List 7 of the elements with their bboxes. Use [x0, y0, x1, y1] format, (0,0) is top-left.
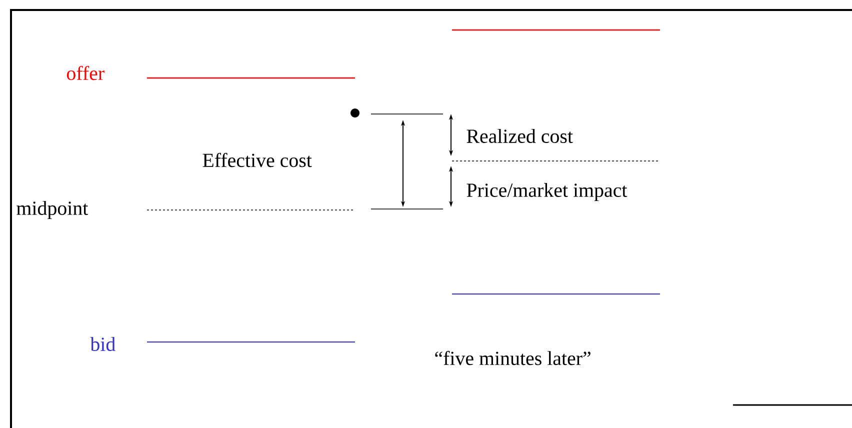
text-label: Realized cost — [466, 128, 573, 143]
text-label: Price/market impact — [466, 182, 628, 202]
text-label: midpoint — [16, 200, 88, 220]
text-label: bid — [90, 336, 116, 351]
text-label: offer — [66, 66, 104, 80]
text-label: “five minutes later” — [435, 350, 590, 366]
text-label: Effective cost — [202, 152, 312, 168]
